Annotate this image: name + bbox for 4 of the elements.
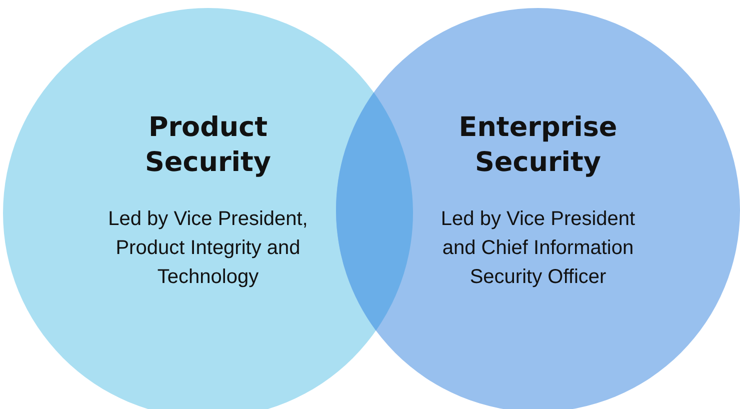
circle-description: Led by Vice President and Chief Information Security Officer [440,207,636,290]
circle-title: Product Security [144,111,272,180]
circle-description: Led by Vice President, Product Integrity and Technology [107,207,309,290]
circle-title: Enterprise Security [458,111,618,180]
